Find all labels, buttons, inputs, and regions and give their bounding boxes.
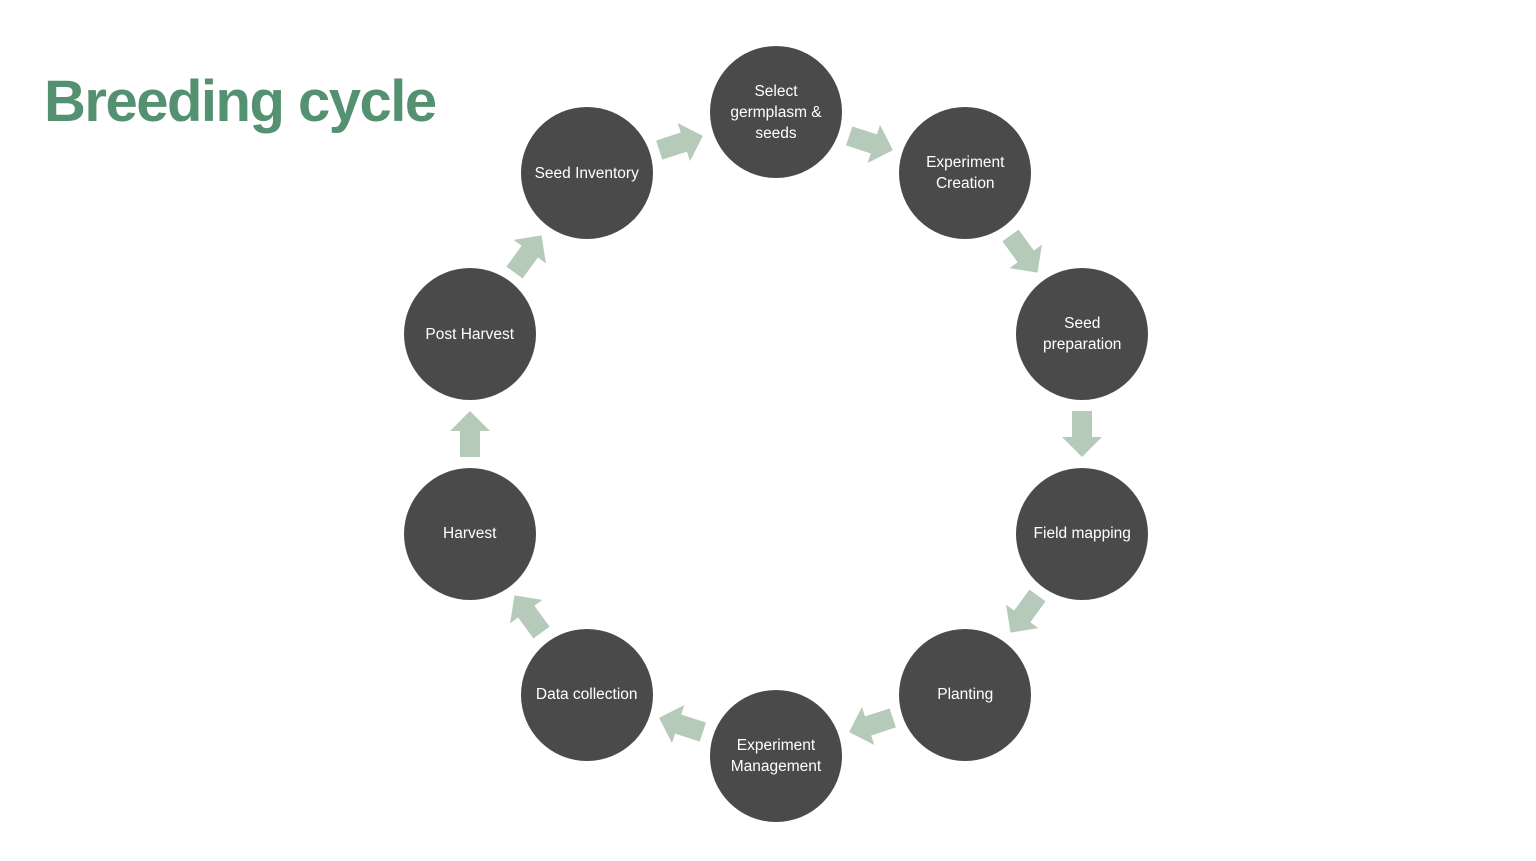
- arrow-field-mapping-to-planting-icon: [994, 583, 1053, 644]
- arrow-data-collection-to-harvest-icon: [499, 583, 558, 644]
- arrow-experiment-management-to-data-collection-icon: [653, 699, 709, 751]
- cycle-step-label: Planting: [937, 686, 994, 703]
- arrow-seed-inventory-to-select-germplasm-seeds-icon: [653, 117, 709, 169]
- arrow-post-harvest-to-seed-inventory-icon: [499, 224, 558, 285]
- cycle-step-label: Seed preparation: [1043, 315, 1122, 354]
- cycle-step-planting: Planting: [899, 628, 1032, 761]
- cycle-step-label: Field mapping: [1033, 525, 1131, 542]
- cycle-step-label: Data collection: [535, 686, 638, 703]
- cycle-step-label: Select germplasm & seeds: [730, 82, 822, 142]
- cycle-step-select-germplasm-seeds: Select germplasm & seeds: [710, 46, 842, 178]
- cycle-step-field-mapping: Field mapping: [1016, 467, 1149, 600]
- arrow-experiment-creation-to-seed-preparation-icon: [994, 224, 1053, 285]
- arrow-planting-to-experiment-management-icon: [842, 699, 898, 751]
- cycle-step-label: Seed Inventory: [534, 164, 639, 182]
- cycle-step-label: Experiment Creation: [926, 154, 1005, 193]
- arrow-select-germplasm-seeds-to-experiment-creation-icon: [842, 117, 898, 169]
- cycle-step-label: Harvest: [443, 525, 497, 542]
- arrow-harvest-to-post-harvest-icon: [450, 411, 490, 457]
- cycle-step-label: Experiment Management: [730, 737, 822, 775]
- cycle-step-seed-inventory: Seed Inventory: [520, 107, 653, 240]
- page-title: Breeding cycle: [44, 69, 437, 134]
- cycle-step-experiment-creation: Experiment Creation: [899, 107, 1032, 240]
- arrow-seed-preparation-to-field-mapping-icon: [1062, 411, 1102, 457]
- cycle-step-data-collection: Data collection: [520, 628, 653, 761]
- cycle-step-label: Post Harvest: [425, 325, 515, 343]
- cycle-step-harvest: Harvest: [403, 467, 536, 600]
- cycle-step-experiment-management: Experiment Management: [710, 690, 842, 822]
- cycle-step-seed-preparation: Seed preparation: [1016, 268, 1149, 401]
- cycle-step-post-harvest: Post Harvest: [403, 268, 536, 401]
